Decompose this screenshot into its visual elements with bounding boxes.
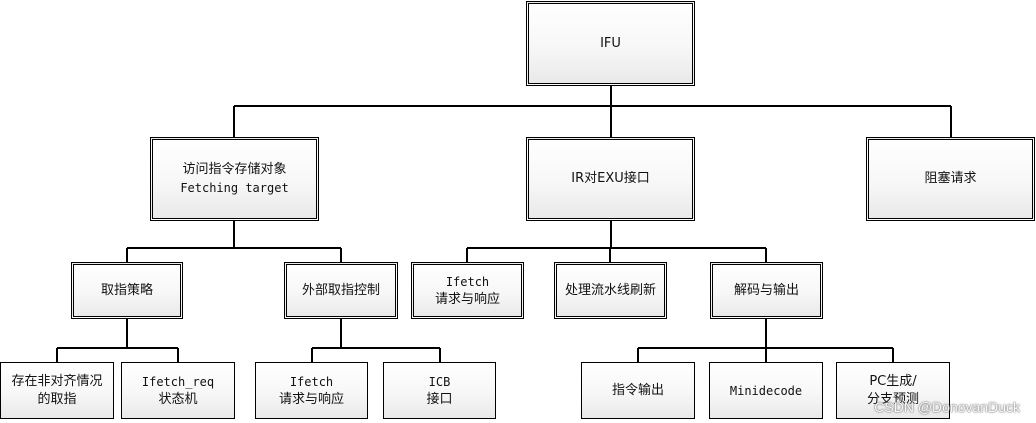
node-minidecode: Minidecode	[709, 362, 823, 419]
node-fetch-strategy-label: 取指策略	[100, 282, 153, 298]
node-ifu: IFU	[526, 1, 695, 86]
node-ifetch-request-response-line2: 请求与响应	[434, 291, 500, 307]
node-unaligned-fetch-line2: 的取指	[37, 391, 77, 407]
node-blocking-request-label: 阻塞请求	[924, 171, 977, 186]
node-unaligned-fetch: 存在非对齐情况 的取指	[0, 362, 114, 419]
watermark: CSDN @DonovanDuck	[874, 399, 1020, 415]
node-fetching-target: 访问指令存储对象 Fetching target	[150, 137, 319, 221]
node-minidecode-label: Minidecode	[729, 383, 803, 398]
node-external-fetch-control: 外部取指控制	[284, 262, 398, 319]
node-fetching-target-line1: 访问指令存储对象	[182, 162, 287, 177]
node-ifetch-req-fsm: Ifetch_req 状态机	[121, 362, 235, 419]
node-ir-exu-interface: IR对EXU接口	[526, 137, 695, 221]
node-ifetch-req-fsm-line2: 状态机	[158, 391, 198, 407]
node-fetch-strategy: 取指策略	[71, 262, 183, 319]
node-icb-interface-line1: ICB	[428, 374, 451, 389]
node-ifetch-request-response: Ifetch 请求与响应	[411, 262, 524, 319]
node-pc-generation-line1: PC生成/	[869, 373, 917, 389]
node-instruction-output: 指令输出	[581, 362, 695, 419]
node-ifetch-req-resp-leaf-line1: Ifetch	[289, 374, 334, 389]
node-ifu-label: IFU	[600, 35, 621, 51]
node-icb-interface-line2: 接口	[426, 391, 453, 407]
node-blocking-request: 阻塞请求	[866, 137, 1035, 221]
node-instruction-output-label: 指令输出	[611, 382, 664, 398]
node-pc-generation: PC生成/ 分支预测	[836, 362, 950, 419]
node-ifetch-req-fsm-line1: Ifetch_req	[141, 374, 215, 389]
node-pc-generation-line2: 分支预测	[866, 391, 919, 407]
node-ifetch-req-resp-leaf-line2: 请求与响应	[278, 391, 344, 407]
node-ifetch-request-response-line1: Ifetch	[445, 274, 490, 289]
node-decode-output-label: 解码与输出	[733, 282, 799, 298]
node-icb-interface: ICB 接口	[383, 362, 496, 419]
node-pipeline-flush: 处理流水线刷新	[554, 262, 667, 319]
node-decode-output: 解码与输出	[710, 262, 823, 319]
node-ir-exu-interface-label: IR对EXU接口	[571, 171, 650, 186]
node-fetching-target-line2: Fetching target	[180, 181, 289, 195]
node-pipeline-flush-label: 处理流水线刷新	[564, 282, 656, 298]
node-ifetch-req-resp-leaf: Ifetch 请求与响应	[255, 362, 368, 419]
node-unaligned-fetch-line1: 存在非对齐情况	[11, 373, 103, 389]
node-external-fetch-control-label: 外部取指控制	[301, 282, 380, 298]
